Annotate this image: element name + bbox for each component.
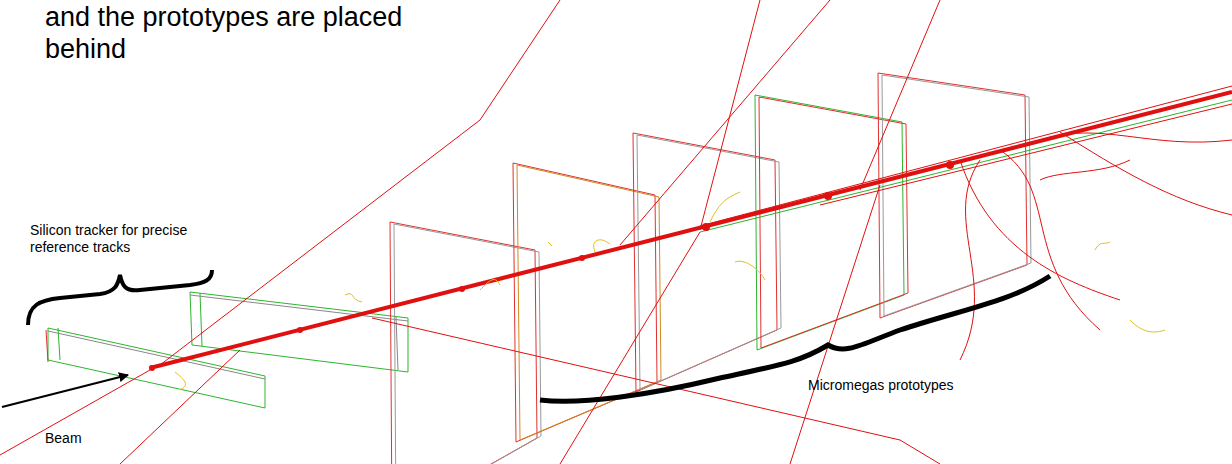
beam-track — [149, 86, 1232, 371]
slide-text: and the prototypes are placed behind — [45, 1, 445, 65]
tracker-brace — [28, 270, 212, 325]
prototypes-label: Micromegas prototypes — [808, 377, 1008, 394]
micromegas-frames — [390, 73, 1031, 464]
beam-arrow — [2, 375, 128, 407]
beam-label: Beam — [45, 430, 125, 447]
tracker-label: Silicon tracker for precise reference tr… — [30, 222, 200, 256]
prototypes-brace — [540, 276, 1050, 401]
